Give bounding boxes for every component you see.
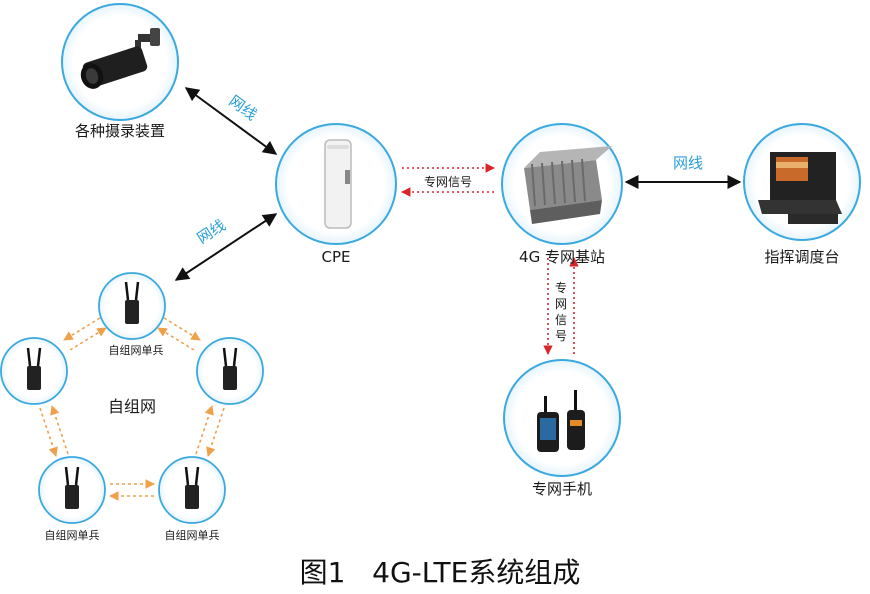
phone-label: 专网手机 (532, 480, 592, 498)
cpe-node (275, 123, 397, 245)
dispatch-console-icon (758, 152, 842, 224)
radio-icon (64, 466, 80, 509)
mesh-links (39, 317, 225, 501)
base-station-node (501, 123, 623, 245)
soldier-bottom-left-label: 自组网单兵 (45, 528, 100, 542)
signal-cpe-label: 专网信号 (424, 174, 472, 189)
radio-icon (124, 281, 140, 324)
phone-node (503, 359, 621, 477)
camera-node (61, 3, 179, 121)
svg-text:专: 专 (555, 280, 567, 295)
camera-icon (80, 28, 160, 89)
base-station-label: 4G 专网基站 (519, 248, 605, 266)
soldier-bottom-right-label: 自组网单兵 (165, 528, 220, 542)
cable-camera-cpe (184, 87, 278, 155)
cable-cpe-mesh (174, 213, 278, 281)
soldier-node-right (196, 337, 264, 405)
cable-mesh-label: 网线 (194, 216, 229, 247)
cable-dispatch-label: 网线 (673, 154, 703, 172)
soldier-node-bottom-right (158, 456, 226, 524)
figure-caption: 图1 4G-LTE系统组成 (300, 556, 581, 589)
base-station-icon (524, 146, 612, 224)
dispatch-node (743, 123, 861, 241)
soldier-node-bottom-left (38, 456, 106, 524)
signal-phone-label: 专 网 信 号 (555, 280, 567, 343)
svg-text:号: 号 (555, 329, 567, 343)
radio-icon (184, 466, 200, 509)
soldier-node-left (0, 337, 68, 405)
cable-camera-label: 网线 (226, 92, 261, 124)
svg-text:网: 网 (555, 297, 567, 311)
svg-text:信: 信 (555, 313, 567, 327)
dispatch-label: 指挥调度台 (764, 248, 839, 266)
soldier-top-label: 自组网单兵 (109, 343, 164, 357)
radio-icon (222, 347, 238, 390)
phone-icon (537, 390, 585, 452)
cpe-antenna-icon (324, 139, 352, 229)
mesh-label: 自组网 (108, 397, 156, 416)
cpe-label: CPE (322, 248, 351, 266)
radio-icon (26, 347, 42, 390)
camera-label: 各种摄录装置 (75, 122, 165, 140)
soldier-node-top (98, 272, 166, 340)
